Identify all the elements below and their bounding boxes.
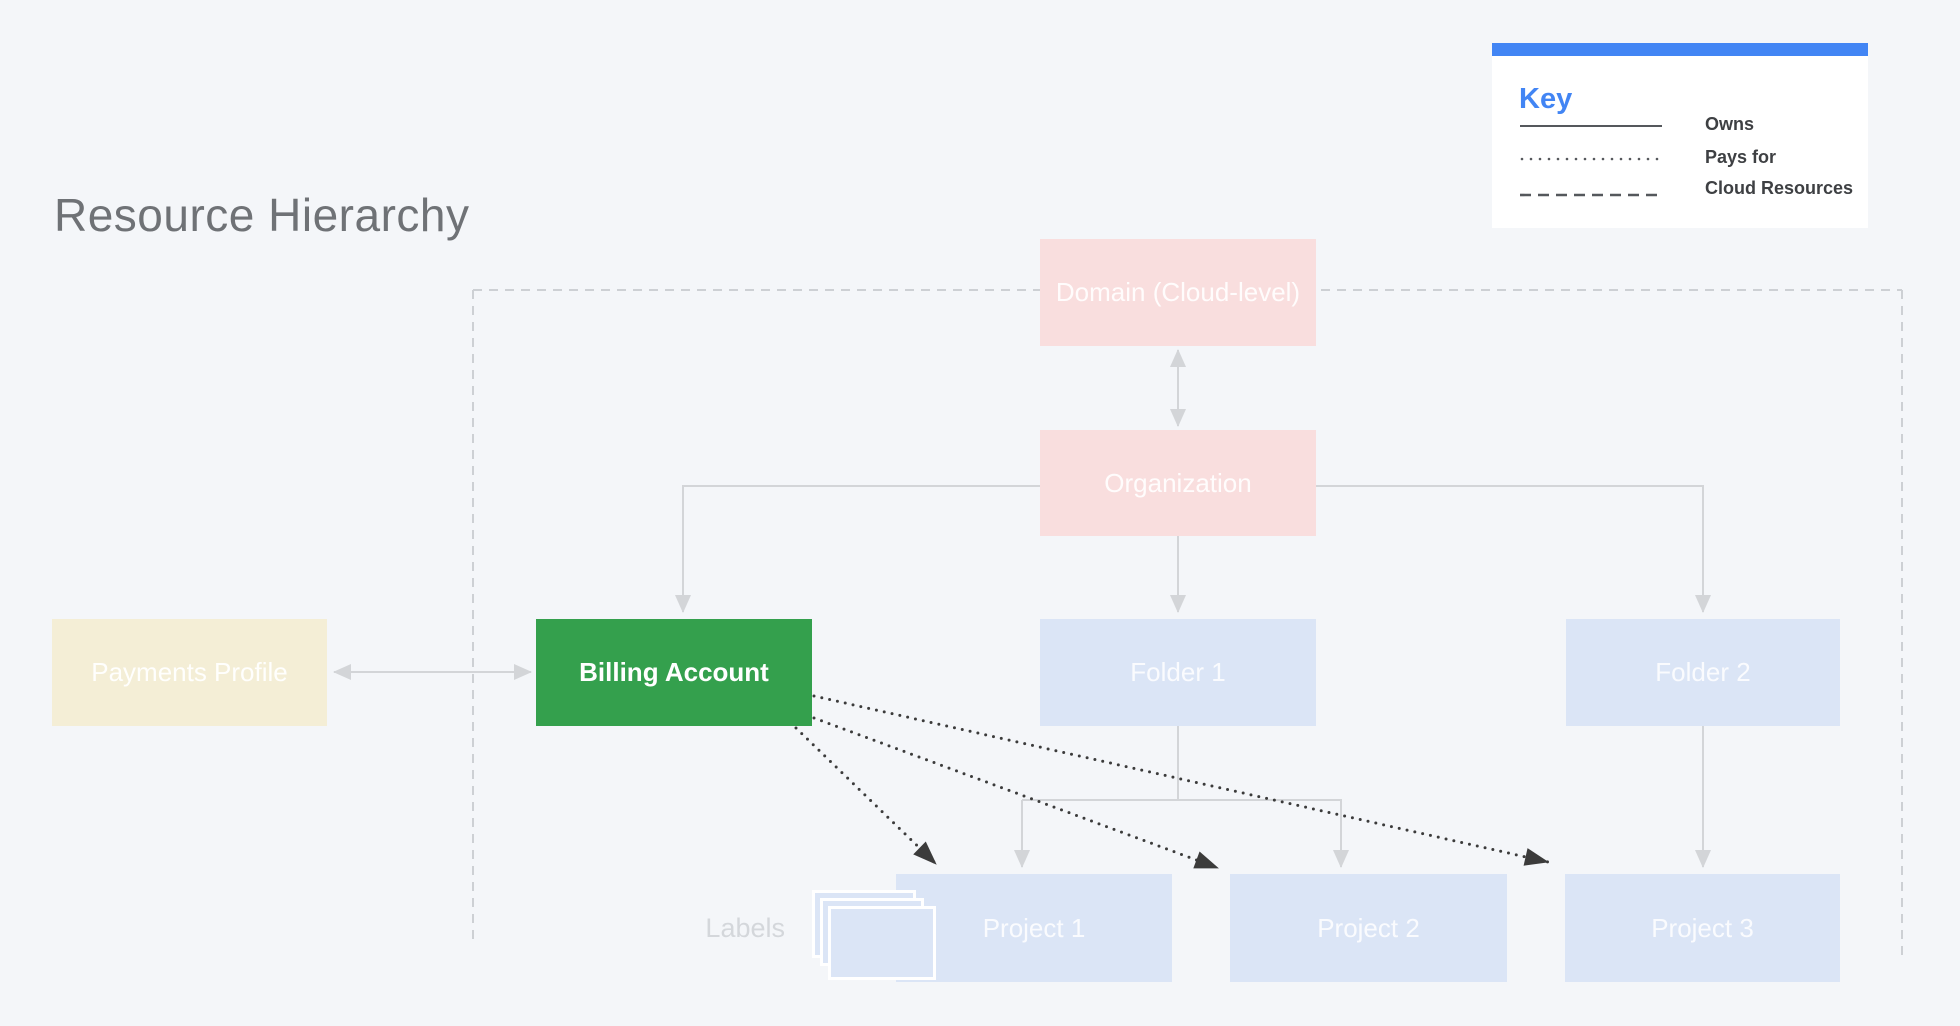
node-folder-2: Folder 2 — [1566, 619, 1840, 726]
node-project-2: Project 2 — [1230, 874, 1507, 982]
pays-for-connectors — [794, 694, 1550, 870]
node-payments-profile: Payments Profile — [52, 619, 327, 726]
node-domain: Domain (Cloud-level) — [1040, 239, 1316, 346]
node-project-1: Project 1 — [896, 874, 1172, 982]
labels-cards-icon — [828, 906, 936, 980]
arrow-billing-project2 — [812, 716, 1220, 870]
owns-connectors — [333, 349, 1711, 868]
legend-accent-bar — [1492, 43, 1868, 56]
legend-heading: Key — [1519, 83, 1573, 115]
legend-panel: Key Owns Pays for Cloud Resources — [1492, 43, 1868, 228]
labels-caption: Labels — [705, 913, 785, 943]
node-organization: Organization — [1040, 430, 1316, 536]
cloud-resources-boundary — [472, 289, 1903, 957]
solid-line-sample-icon — [1520, 125, 1662, 127]
legend-label-pays-for: Pays for — [1705, 147, 1777, 167]
dashed-line-sample-icon — [1520, 193, 1662, 197]
node-billing-account: Billing Account — [536, 619, 812, 726]
node-project-3: Project 3 — [1565, 874, 1840, 982]
legend-label-owns: Owns — [1705, 114, 1755, 134]
arrow-billing-project1 — [794, 726, 938, 866]
arrow-billing-project3 — [812, 694, 1550, 866]
legend-label-cloud-resources: Cloud Resources — [1705, 178, 1854, 198]
node-folder-1: Folder 1 — [1040, 619, 1316, 726]
page-title: Resource Hierarchy — [54, 189, 470, 241]
arrow-organization-billing-account — [675, 485, 1040, 613]
arrow-organization-folder2 — [1315, 485, 1711, 613]
dotted-line-sample-icon — [1520, 157, 1662, 161]
